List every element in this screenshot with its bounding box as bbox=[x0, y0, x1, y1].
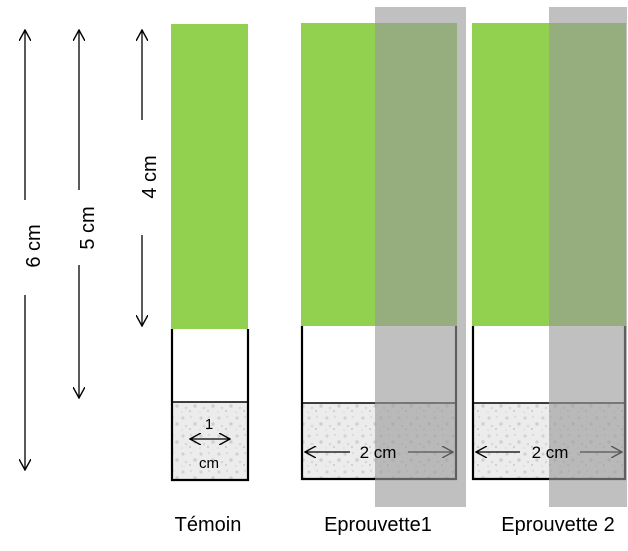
temoin-caption: Témoin bbox=[175, 514, 242, 536]
eprouvette1-column: 2 cm Eprouvette1 bbox=[300, 7, 466, 536]
five-cm-label: 5 cm bbox=[77, 206, 99, 249]
five-cm-dimension: 5 cm bbox=[77, 30, 99, 398]
four-cm-dimension: 4 cm bbox=[139, 30, 161, 326]
eprouvette1-width-label: 2 cm bbox=[360, 443, 397, 462]
eprouvette2-caption: Eprouvette 2 bbox=[501, 514, 614, 536]
four-cm-label: 4 cm bbox=[139, 155, 161, 198]
six-cm-label: 6 cm bbox=[23, 224, 45, 267]
temoin-width-label-bottom: cm bbox=[199, 455, 219, 472]
eprouvette2-gray-overlay bbox=[549, 7, 627, 507]
six-cm-dimension: 6 cm bbox=[23, 30, 45, 470]
eprouvette1-caption: Eprouvette1 bbox=[324, 514, 432, 536]
eprouvette1-gray-overlay bbox=[375, 7, 466, 507]
temoin-column: 1 cm Témoin bbox=[170, 24, 250, 536]
temoin-empty-layer bbox=[173, 329, 247, 402]
temoin-outline bbox=[170, 329, 250, 482]
eprouvette2-width-label: 2 cm bbox=[532, 443, 569, 462]
eprouvette2-column: 2 cm Eprouvette 2 bbox=[471, 7, 627, 536]
temoin-width-label-top: 1 bbox=[205, 416, 213, 433]
temoin-green-layer bbox=[171, 24, 248, 329]
